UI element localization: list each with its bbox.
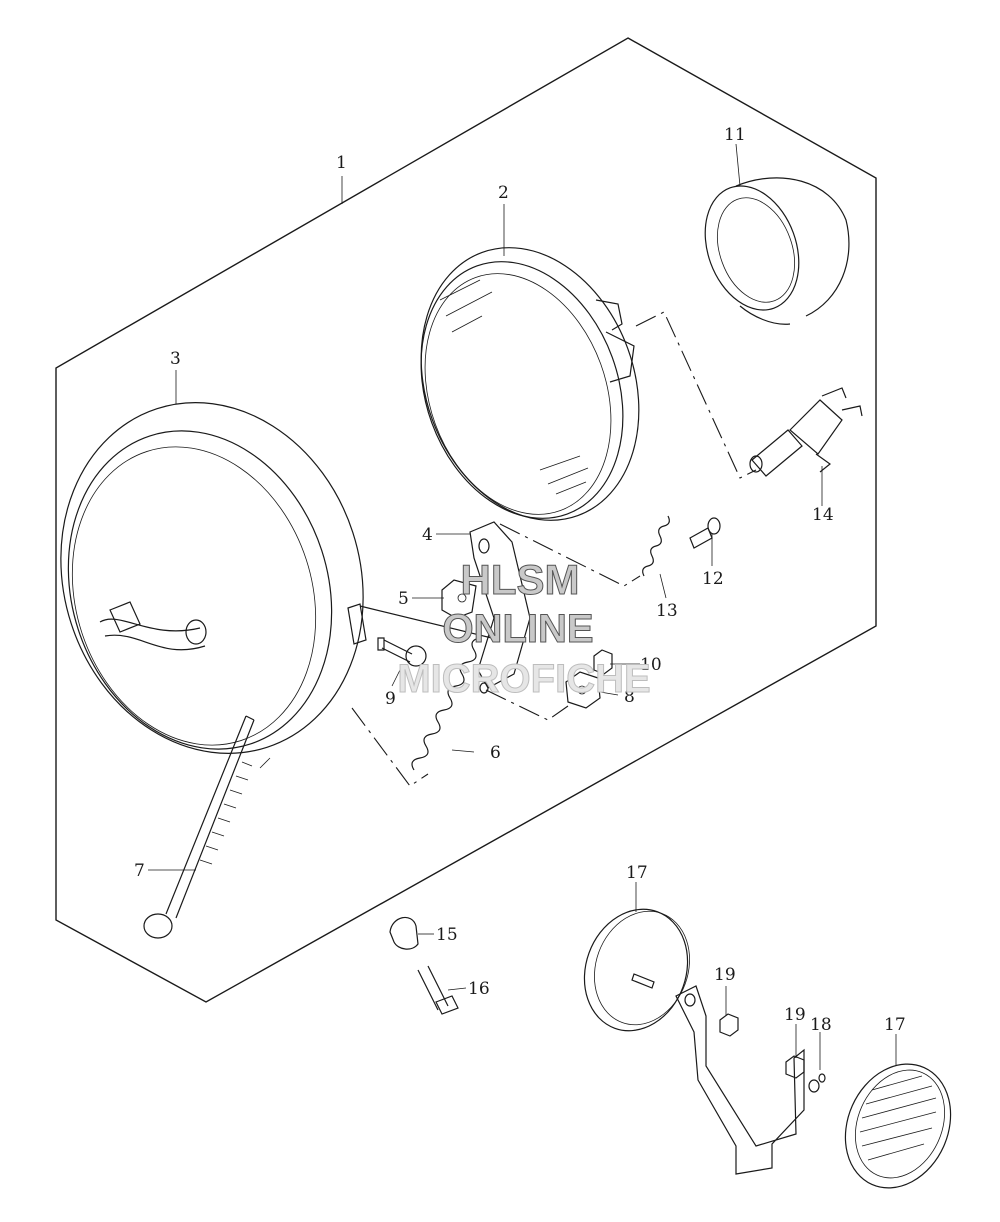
callout-labels: 1 2 3 4 5 6 7 8 9 10 11 12 13 14 15 16 1… [134,125,906,1035]
screw-12 [689,517,721,549]
watermark-line-2: ONLINE [442,607,593,651]
callout-19-upper: 19 [714,965,736,985]
long-bolt [143,715,271,939]
callout-17-left: 17 [626,863,648,883]
callout-1: 1 [336,153,347,173]
sealed-beam-unit [420,247,640,521]
adjuster-bracket [469,521,531,694]
leader-bracket-spring [499,523,641,587]
leader-lines [148,143,897,1070]
callout-7: 7 [134,861,145,881]
callout-16: 16 [468,979,490,999]
callout-4: 4 [422,525,433,545]
adjuster-spring [411,637,481,771]
bolt-16 [417,965,459,1015]
watermark-line-3: MICROFICHE [397,657,650,701]
spring-13 [642,515,670,577]
callout-8: 8 [624,687,635,707]
clip [441,579,477,619]
bulb-cover [704,177,850,325]
halogen-bulb [749,387,863,477]
assembly-boundary [55,37,877,1003]
callout-18: 18 [810,1015,832,1035]
nut-10 [593,649,613,675]
leader-adjuster-nut [485,689,569,721]
watermark: HLSM ONLINE MICROFICHE [397,556,651,702]
watermark-line-1: HLSM [461,556,580,603]
screw-9 [377,637,427,667]
callout-11: 11 [724,125,746,145]
callout-10: 10 [640,655,662,675]
callout-15: 15 [436,925,458,945]
reflector-right [844,1063,952,1189]
callout-19-lower: 19 [784,1005,806,1025]
reflector-left [583,908,690,1032]
reflector-bracket [675,985,826,1175]
callout-3: 3 [170,349,181,369]
headlamp-housing [60,402,501,754]
callout-2: 2 [498,183,509,203]
leader-spring-adjuster [351,707,429,787]
callout-13: 13 [656,601,678,621]
nut-19-lower [785,1055,805,1079]
callout-14: 14 [812,505,834,525]
callout-6: 6 [490,743,501,763]
callout-12: 12 [702,569,724,589]
callout-9: 9 [385,689,396,709]
adjuster-nut [565,671,601,709]
grommet [389,916,419,950]
leader-bulb-beam [635,311,757,479]
nut-19-upper [719,1013,739,1037]
callout-17-right: 17 [884,1015,906,1035]
callout-5: 5 [398,589,409,609]
